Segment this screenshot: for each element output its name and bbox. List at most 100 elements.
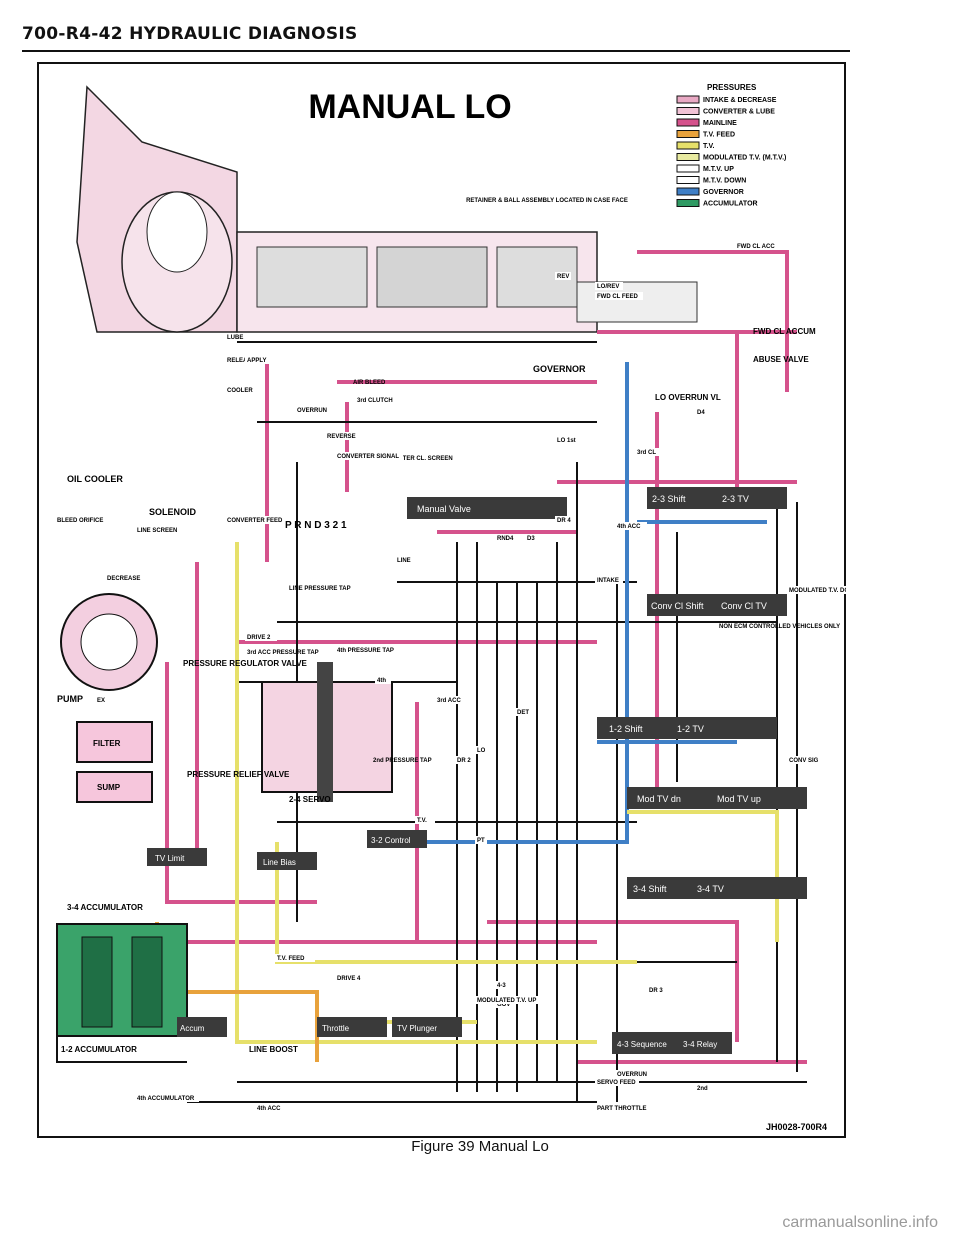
passage-label-bg xyxy=(525,534,537,542)
passage-label: DR 2 xyxy=(457,758,471,764)
tv-23-label: 2-3 TV xyxy=(722,494,749,504)
passage-label: MODULATED T.V. UP xyxy=(477,998,536,1004)
passage-label: D3 xyxy=(527,536,535,542)
acc-pressure-tap-4th-label: 4th PRESSURE TAP xyxy=(337,648,394,654)
legend-swatch xyxy=(676,95,700,104)
passage-label: DECREASE xyxy=(107,576,140,582)
tv-34-label: 3-4 TV xyxy=(697,884,724,894)
passage-label: RELEASE xyxy=(227,358,255,364)
passage-label: 4th ACCUMULATOR xyxy=(137,1096,195,1102)
passage-label-bg xyxy=(787,756,823,764)
legend-swatch xyxy=(676,130,700,138)
passage-label-bg xyxy=(555,272,571,280)
passage-label-bg xyxy=(295,406,327,414)
mod-tv-dn-label: Mod TV dn xyxy=(637,794,681,804)
pressure-regulator-label: PRESSURE REGULATOR VALVE xyxy=(183,659,308,668)
page-header: 700-R4-42 HYDRAULIC DIAGNOSIS xyxy=(22,24,358,44)
legend-label: GOVERNOR xyxy=(703,189,744,196)
passage-label-bg xyxy=(135,1094,199,1102)
hydraulic-diagram: MANUAL LO PRESSURES INTAKE & DECREASE CON… xyxy=(56,83,846,1132)
accumulator-block xyxy=(56,923,188,1037)
passage-label: EX xyxy=(97,698,105,704)
passage-label-bg xyxy=(335,452,403,460)
legend-label: MAINLINE xyxy=(703,120,737,127)
sump-label: SUMP xyxy=(97,783,121,792)
passage-label-bg xyxy=(475,836,487,844)
pressure-tap-2nd-label: 2nd PRESSURE TAP xyxy=(373,758,432,764)
oil-cooler-label: OIL COOLER xyxy=(67,474,123,484)
tv-plunger-label: TV Plunger xyxy=(397,1024,437,1033)
passage-label-bg xyxy=(225,356,257,364)
passage-label: LO 1st xyxy=(557,438,576,444)
passage-label: OVERRUN xyxy=(297,408,327,414)
passage-label-bg xyxy=(515,708,531,716)
passage-label-bg xyxy=(595,292,643,300)
passage-label-bg xyxy=(395,556,415,564)
fwd-cl-accum-label: FWD CL ACCUM xyxy=(753,327,816,336)
passage-label: LUBE xyxy=(227,335,243,341)
passage-label-bg xyxy=(595,1078,639,1086)
passage-label: CONVERTER SIGNAL xyxy=(337,454,399,460)
passage-label-bg xyxy=(615,1070,647,1078)
passage-label-bg xyxy=(695,1084,711,1092)
manual-valve-label: Manual Valve xyxy=(417,504,471,514)
passage-label: 3rd ACC xyxy=(437,698,461,704)
control-32-label: 3-2 Control xyxy=(371,836,411,845)
legend-label: INTAKE & DECREASE xyxy=(703,97,777,104)
pump-label: PUMP xyxy=(57,694,83,704)
watermark: carmanualsonline.info xyxy=(782,1214,938,1231)
passage-label: LINE xyxy=(397,558,411,564)
accum-34-label: 3-4 ACCUMULATOR xyxy=(67,903,143,912)
passage-label-bg xyxy=(435,696,467,704)
passage-label: DET xyxy=(517,710,529,716)
line-boost-label: LINE BOOST xyxy=(249,1045,298,1054)
passage-label-bg xyxy=(375,676,391,684)
passage-label-bg xyxy=(787,586,846,594)
passage-label-bg xyxy=(475,996,547,1004)
passage-label: DR 3 xyxy=(649,988,663,994)
passage-label: PART THROTTLE xyxy=(597,1106,647,1112)
accum-label: Accum xyxy=(180,1024,205,1033)
diagram-title: MANUAL LO xyxy=(308,88,511,126)
passage-label-bg xyxy=(615,522,647,530)
legend-label: M.T.V. DOWN xyxy=(703,178,746,185)
passage-label-bg xyxy=(105,574,141,582)
passage-label: COOLER xyxy=(227,388,253,394)
passage-label-bg xyxy=(695,408,707,416)
transmission-housing xyxy=(76,85,698,333)
conv-cl-shift-label: Conv Cl Shift xyxy=(651,601,704,611)
passage-label-bg xyxy=(225,333,245,341)
diagram-code: JH0028-700R4 xyxy=(766,1122,827,1132)
throttle-label: Throttle xyxy=(322,1024,350,1033)
tv-12-label: 1-2 TV xyxy=(677,724,704,734)
passage-label: INTAKE xyxy=(597,578,619,584)
passage-label: DRIVE 2 xyxy=(247,635,271,641)
governor-screen-label: GOVERNOR SCREEN xyxy=(605,348,667,354)
passage-label: GOV xyxy=(497,1002,510,1008)
lower-components xyxy=(60,593,393,803)
legend-swatch xyxy=(676,176,700,184)
tv-limit-label: TV Limit xyxy=(155,854,185,863)
passage-label-bg xyxy=(95,696,107,704)
passage-label-bg xyxy=(275,954,315,962)
passage-label-bg xyxy=(735,242,779,250)
shift-12-label: 1-2 Shift xyxy=(609,724,643,734)
passage-label: CONVERTER FEED xyxy=(227,518,283,524)
passage-label: DRIVE 4 xyxy=(337,976,361,982)
shift-23-label: 2-3 Shift xyxy=(652,494,686,504)
passage-label: APPLY xyxy=(247,358,266,364)
passage-label: LO xyxy=(477,748,486,754)
legend-title: PRESSURES xyxy=(707,83,757,92)
passage-label: REV xyxy=(557,274,569,280)
valve-labels: Manual Valve 2-3 Shift 2-3 TV Conv Cl Sh… xyxy=(155,494,767,1049)
passage-label-bg xyxy=(335,974,367,982)
line-screen-label: LINE SCREEN xyxy=(137,528,177,534)
passage-label-bg xyxy=(255,1104,287,1112)
passage-label-bg xyxy=(415,816,435,824)
passage-label: 4th xyxy=(377,678,386,684)
passage-label: 3rd CL xyxy=(637,450,656,456)
legend-swatch xyxy=(676,164,700,173)
accum-12-label: 1-2 ACCUMULATOR xyxy=(61,1045,137,1054)
passage-label: RND4 xyxy=(497,536,514,542)
legend-label: CONVERTER & LUBE xyxy=(703,109,775,116)
